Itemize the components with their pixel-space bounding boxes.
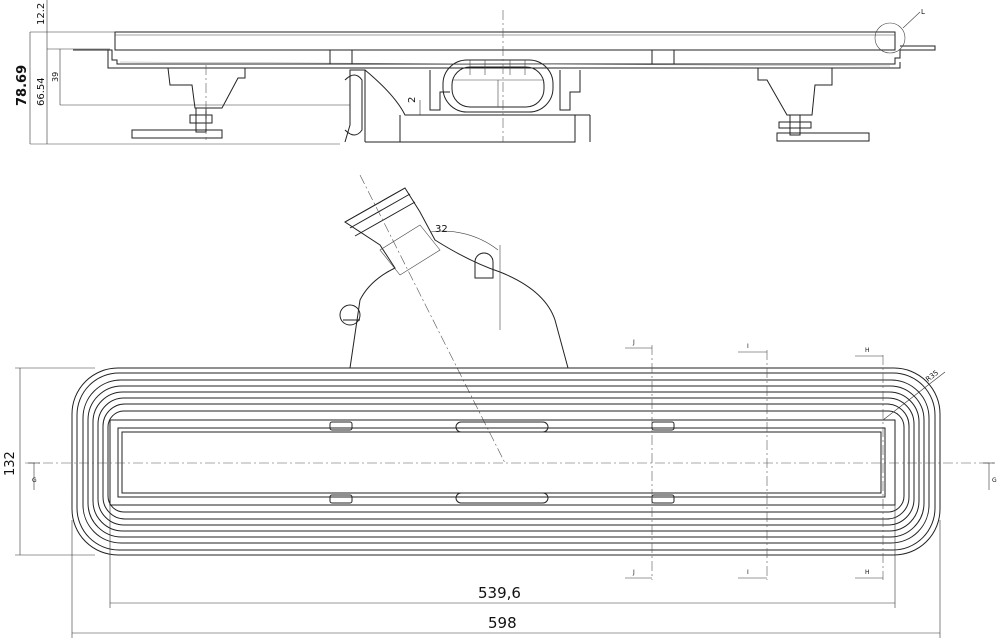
left-foot (131, 65, 246, 140)
dim-total-height: 78.69 (15, 65, 30, 106)
right-foot (757, 67, 870, 142)
dim-total-length: 598 (488, 614, 517, 632)
section-g-right: G (992, 477, 997, 484)
dim-radius: R35 (924, 369, 940, 384)
dim-foot-height: 39 (51, 72, 60, 82)
flange (73, 45, 936, 65)
dim-angle: 32 (435, 224, 448, 235)
side-view: L 78.69 66.54 39 12.2 2 (15, 0, 936, 145)
section-h-top: H (865, 347, 870, 354)
dim-width: 132 (3, 451, 18, 476)
plan-dimensions: 132 539,6 598 R35 (3, 367, 946, 638)
grate-plan (109, 419, 896, 506)
plan-view: 32 (3, 174, 997, 638)
detail-circle (874, 22, 906, 54)
dim-gap: 2 (407, 97, 418, 103)
section-g-left: G (32, 477, 37, 484)
dim-body-height: 66.54 (36, 77, 47, 106)
dim-inner-length: 539,6 (478, 584, 521, 602)
grate (114, 31, 896, 51)
section-h-bottom: H (865, 569, 870, 576)
detail-label: L (921, 8, 925, 16)
drain-body (344, 10, 591, 143)
outlet: 32 (339, 174, 569, 464)
section-j-top: J (632, 339, 635, 346)
dim-grate-height: 12.2 (36, 3, 47, 25)
section-i-bottom: I (747, 569, 749, 576)
side-dimensions: 78.69 66.54 39 12.2 2 (15, 0, 421, 144)
section-markers: J I H J I H G G (28, 339, 997, 579)
section-j-bottom: J (632, 569, 635, 576)
channel-rings (71, 367, 941, 556)
section-i-top: I (747, 343, 749, 350)
